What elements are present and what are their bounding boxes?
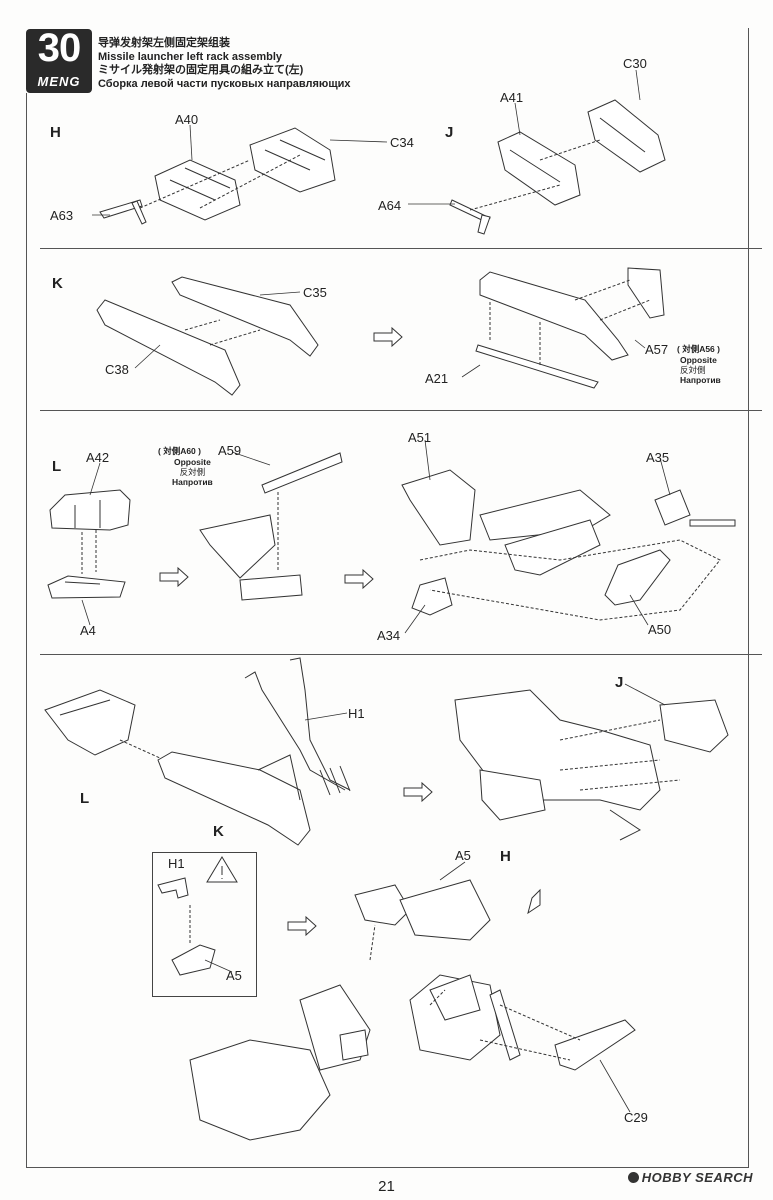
label-a35: A35 [646, 450, 670, 465]
part-a64-drawing [449, 199, 491, 235]
watermark-logo-icon [627, 1172, 639, 1183]
label-a64: A64 [378, 198, 402, 213]
label-c34: C34 [390, 135, 414, 150]
label-a42: A42 [86, 450, 110, 465]
note-opposite-a56-text: Opposite 反対側 Напротив [680, 355, 721, 385]
frame-left [26, 93, 27, 1168]
leader-lines [81, 69, 671, 1113]
step-number: 30 [37, 26, 82, 70]
final-assembly-drawing [189, 879, 636, 1141]
part-a59-drawing [199, 452, 343, 601]
part-a63-drawing [99, 199, 147, 225]
label-j-ref: J [615, 674, 624, 691]
part-c30-drawing [587, 99, 666, 173]
step-titles: 导弹发射架左侧固定架组装 Missile launcher left rack … [98, 37, 351, 91]
label-a5: A5 [455, 848, 471, 863]
part-a40-drawing [154, 159, 241, 221]
part-a42-drawing [49, 489, 131, 531]
watermark-text: HOBBY SEARCH [641, 1170, 753, 1185]
section-letter-h: H [50, 124, 61, 141]
page-number: 21 [378, 1178, 395, 1195]
label-a34: A34 [377, 628, 401, 643]
inset-label-a5: A5 [226, 968, 242, 983]
label-a59: A59 [218, 443, 242, 458]
label-a50: A50 [648, 622, 672, 637]
label-a63: A63 [50, 208, 74, 223]
label-c29: C29 [624, 1110, 648, 1125]
label-a40: A40 [175, 112, 199, 127]
title-en: Missile launcher left rack assembly [98, 50, 283, 63]
label-k-ref: K [213, 823, 224, 840]
frame-bottom [26, 1167, 749, 1168]
label-l-ref: L [80, 790, 90, 807]
note-opposite-a60-text: Opposite 反対側 Напротив [172, 457, 213, 487]
part-h1-cables-drawing [244, 657, 351, 796]
part-c34-drawing [249, 127, 336, 193]
label-a4: A4 [80, 623, 96, 638]
part-a4-drawing [47, 575, 126, 599]
divider-2 [40, 410, 762, 411]
watermark: HOBBY SEARCH [627, 1170, 753, 1185]
part-k-large-drawing [157, 751, 311, 846]
section-letter-l: L [52, 458, 62, 475]
inset-detail-box [152, 852, 257, 997]
label-h-ref: H [500, 848, 511, 865]
part-c35-drawing [171, 276, 319, 357]
part-l-assembly-drawing [401, 469, 736, 616]
label-c30: C30 [623, 56, 647, 71]
section-letter-k: K [52, 275, 63, 292]
label-c38: C38 [105, 362, 129, 377]
note-opposite-a56: ( 対側A56 ) [677, 344, 720, 354]
frame-right [748, 28, 749, 1168]
divider-1 [40, 248, 762, 249]
label-a21: A21 [425, 371, 449, 386]
part-c38-drawing [96, 299, 241, 396]
label-h1: H1 [348, 706, 365, 721]
section-letter-j: J [445, 124, 454, 141]
part-assembly-right-drawing [454, 689, 729, 841]
inset-h1-a5-drawing [157, 856, 238, 976]
title-jp: ミサイル発射架の固定用具の組み立て(左) [98, 64, 304, 76]
label-a51: A51 [408, 430, 432, 445]
label-c35: C35 [303, 285, 327, 300]
title-ru: Сборка левой части пусковых направляющих [98, 77, 351, 90]
label-a41: A41 [500, 90, 524, 105]
label-a57: A57 [645, 342, 669, 357]
inset-label-h1: H1 [168, 856, 185, 871]
brand-logo: MENG [37, 74, 81, 89]
part-k-assembly-drawing [475, 267, 665, 389]
divider-3 [40, 654, 762, 655]
title-cn: 导弹发射架左侧固定架组装 [98, 37, 230, 49]
note-opposite-a60: ( 対側A60 ) [158, 446, 201, 456]
step-badge: 30 MENG [26, 26, 92, 93]
part-a41-drawing [497, 131, 581, 206]
part-l-small-drawing [44, 689, 136, 756]
